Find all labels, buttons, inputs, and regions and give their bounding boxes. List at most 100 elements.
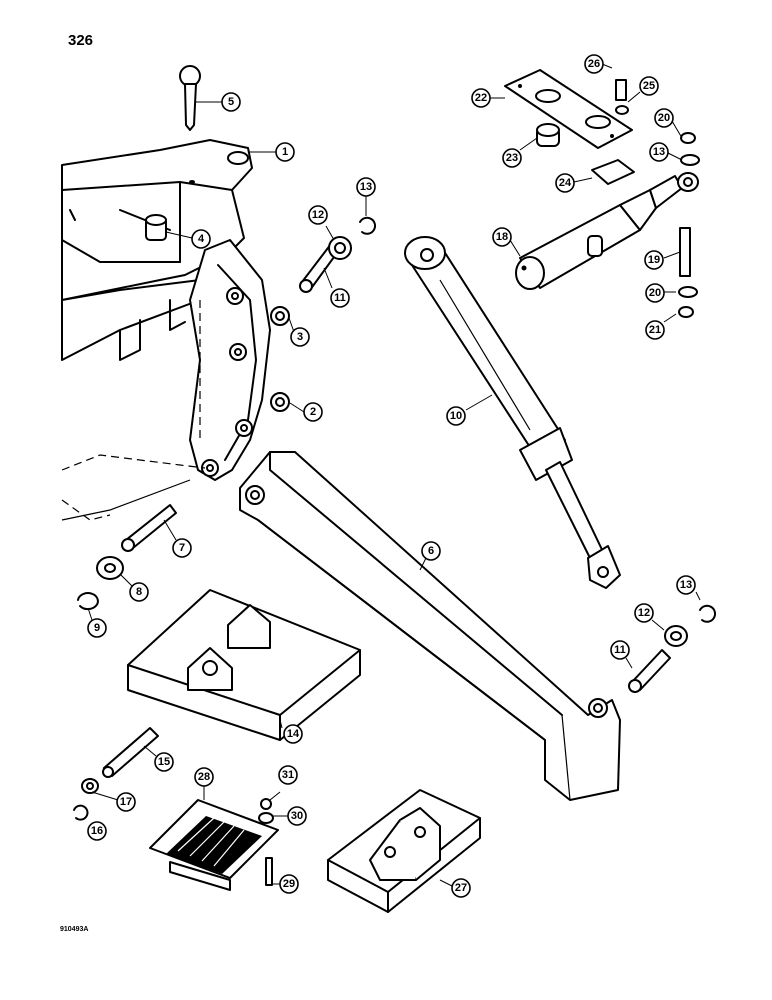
callout-11: 11 [330, 288, 350, 308]
svg-text:20: 20 [658, 112, 670, 124]
svg-text:21: 21 [649, 324, 661, 336]
callout-13: 13 [356, 177, 376, 197]
svg-text:7: 7 [179, 542, 185, 554]
washer-20-lower [678, 286, 698, 298]
svg-text:28: 28 [198, 771, 210, 783]
bushing-4 [145, 214, 167, 241]
clip-9 [77, 592, 99, 611]
svg-text:9: 9 [94, 622, 100, 634]
svg-text:18: 18 [496, 231, 508, 243]
callout-28: 28 [194, 767, 214, 787]
nut-31 [260, 798, 272, 810]
svg-text:14: 14 [287, 728, 300, 740]
cylinder-10 [404, 236, 621, 589]
washer-20-upper [680, 154, 700, 166]
pin-7 [121, 504, 177, 552]
pin-19 [679, 227, 691, 277]
washer-25 [615, 105, 629, 115]
clip-13-upper [359, 216, 377, 235]
bushing-2 [270, 392, 290, 412]
washer-17 [81, 778, 99, 794]
callout-9: 9 [87, 618, 107, 638]
svg-text:2: 2 [310, 406, 316, 418]
svg-text:25: 25 [643, 80, 655, 92]
callout-21-upper: 20 [654, 108, 674, 128]
boom-frame [61, 139, 271, 521]
callout-20-lower: 20 [645, 283, 665, 303]
bushing-3 [270, 306, 290, 326]
svg-text:12: 12 [312, 209, 324, 221]
pin-11-lower [628, 649, 671, 693]
callout-22: 22 [471, 88, 491, 108]
svg-text:26: 26 [588, 58, 600, 70]
clip-13-lower [699, 604, 717, 623]
svg-text:20: 20 [649, 287, 661, 299]
callout-17: 17 [116, 792, 136, 812]
page-number: 326 [68, 32, 94, 49]
cylinder-18 [515, 172, 699, 290]
svg-text:8: 8 [136, 586, 142, 598]
svg-text:5: 5 [228, 96, 234, 108]
washer-12-upper [328, 236, 352, 260]
callout-11-lower: 11 [610, 640, 630, 660]
svg-text:13: 13 [653, 146, 665, 158]
bushing-23 [536, 123, 560, 147]
svg-text:10: 10 [450, 410, 462, 422]
callouts: 1 2 3 4 5 6 7 8 9 10 11 12 13 14 15 16 1… [87, 54, 701, 898]
svg-text:23: 23 [506, 152, 518, 164]
callout-1: 1 [275, 142, 295, 162]
washer-21-upper [680, 132, 696, 144]
callout-8: 8 [129, 582, 149, 602]
svg-text:31: 31 [282, 769, 294, 781]
washer-21-lower [678, 306, 694, 318]
callout-30: 30 [287, 806, 307, 826]
svg-text:13: 13 [680, 579, 692, 591]
lynch-pin-5 [179, 65, 201, 131]
snubber-28 [149, 799, 279, 891]
clip-16 [73, 804, 89, 821]
callout-23: 23 [502, 148, 522, 168]
callout-25: 25 [639, 76, 659, 96]
svg-text:11: 11 [334, 292, 346, 304]
callout-27: 27 [451, 878, 471, 898]
washer-30 [258, 812, 274, 824]
callout-12: 12 [308, 205, 328, 225]
callout-20-upper: 13 [649, 142, 669, 162]
callout-24: 24 [555, 173, 575, 193]
bolt-26 [615, 79, 627, 101]
callout-7: 7 [172, 538, 192, 558]
svg-text:22: 22 [475, 92, 487, 104]
bolt-29 [265, 857, 273, 886]
callout-16: 16 [87, 821, 107, 841]
callout-15: 15 [154, 752, 174, 772]
washer-8 [96, 556, 124, 580]
svg-text:27: 27 [455, 882, 467, 894]
svg-text:24: 24 [559, 177, 572, 189]
callout-10: 10 [446, 406, 466, 426]
svg-text:13: 13 [360, 181, 372, 193]
svg-text:17: 17 [120, 796, 132, 808]
callout-4: 4 [191, 229, 211, 249]
svg-text:29: 29 [283, 878, 295, 890]
callout-5: 5 [221, 92, 241, 112]
callout-6: 6 [421, 541, 441, 561]
callout-18: 18 [492, 227, 512, 247]
swing-arm-6 [239, 451, 621, 801]
mounting-plate-22 [504, 69, 633, 149]
callout-19: 19 [644, 250, 664, 270]
callout-14: 14 [283, 724, 303, 744]
callout-2: 2 [303, 402, 323, 422]
svg-text:1: 1 [282, 146, 288, 158]
svg-text:6: 6 [428, 545, 434, 557]
callout-3: 3 [290, 327, 310, 347]
callout-31: 31 [278, 765, 298, 785]
callout-26: 26 [584, 54, 604, 74]
slide-plate-14 [127, 589, 361, 741]
callout-21-lower: 21 [645, 320, 665, 340]
svg-text:19: 19 [648, 254, 660, 266]
svg-text:11: 11 [614, 644, 626, 656]
svg-text:12: 12 [638, 607, 650, 619]
washer-12-lower [664, 625, 688, 647]
svg-text:3: 3 [297, 331, 303, 343]
